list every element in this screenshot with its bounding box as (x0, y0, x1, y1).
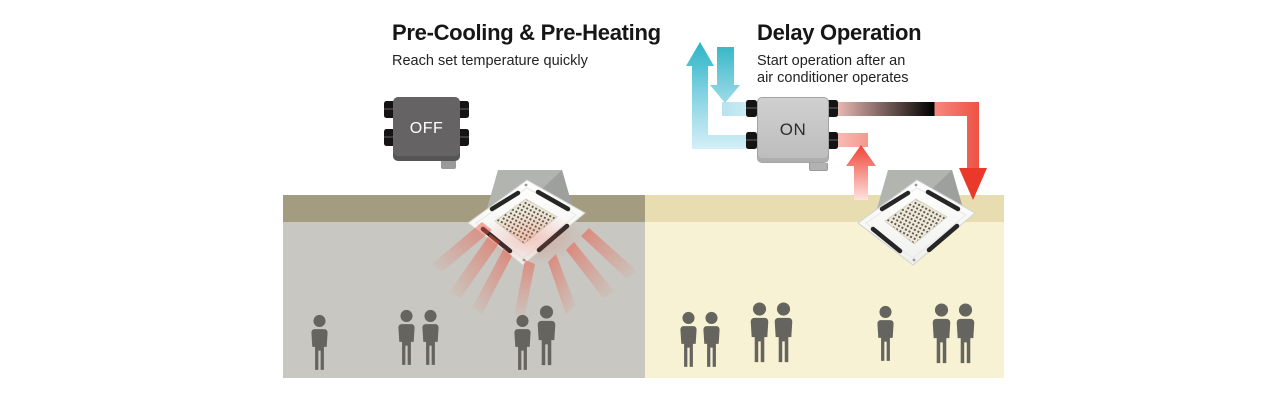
delay-operation-subtitle: Start operation after an air conditioner… (757, 53, 921, 87)
person-icon (511, 314, 534, 372)
person-icon (677, 311, 700, 369)
person-icon (771, 301, 796, 365)
person-icon (419, 309, 442, 367)
ceiling-cassette-icon (848, 166, 998, 276)
person-icon (747, 301, 772, 365)
cool-air-up-arrow (686, 42, 757, 149)
person-icon (953, 302, 978, 366)
cool-air-down-arrow (710, 47, 740, 103)
pre-cooling-section-header: Pre-Cooling & Pre-Heating Reach set temp… (392, 20, 661, 70)
delay-operation-title: Delay Operation (757, 20, 922, 45)
duct-port-icon (458, 129, 469, 146)
warm-air-supply-arrow (830, 102, 979, 168)
erv-box-icon-on: ON (757, 97, 829, 163)
duct-port-icon (384, 129, 395, 146)
duct-port-icon (746, 100, 757, 117)
pre-cooling-title: Pre-Cooling & Pre-Heating (392, 20, 661, 45)
warm-air-supply-arrowhead (959, 168, 987, 200)
delay-operation-section-header: Delay Operation Start operation after an… (757, 20, 922, 87)
person-icon (929, 302, 954, 366)
duct-port-icon (827, 132, 838, 149)
duct-port-icon (384, 101, 395, 118)
person-icon (308, 314, 331, 372)
person-icon (874, 305, 897, 363)
duct-port-icon (746, 132, 757, 149)
person-icon (395, 309, 418, 367)
unit-mount-tab (441, 161, 456, 169)
left-room-ceiling (283, 195, 645, 222)
duct-port-icon (458, 101, 469, 118)
warm-airflow-streaks (432, 212, 637, 320)
warm-air-return-duct (830, 133, 868, 147)
person-icon (534, 304, 559, 368)
warm-air-return-arrow (846, 145, 876, 200)
person-icon (700, 311, 723, 369)
left-room (283, 195, 645, 378)
pre-cooling-subtitle: Reach set temperature quickly (392, 53, 588, 69)
warm-air-arrows-icon (830, 102, 987, 200)
erv-box-icon-off: OFF (393, 97, 460, 161)
ventilator-status-off: OFF (409, 120, 444, 137)
subtitle-line-2: air conditioner operates (757, 70, 909, 86)
unit-mount-tab (809, 163, 828, 171)
duct-port-icon (827, 100, 838, 117)
ventilator-status-on: ON (779, 120, 807, 139)
subtitle-line-1: Start operation after an (757, 53, 906, 69)
